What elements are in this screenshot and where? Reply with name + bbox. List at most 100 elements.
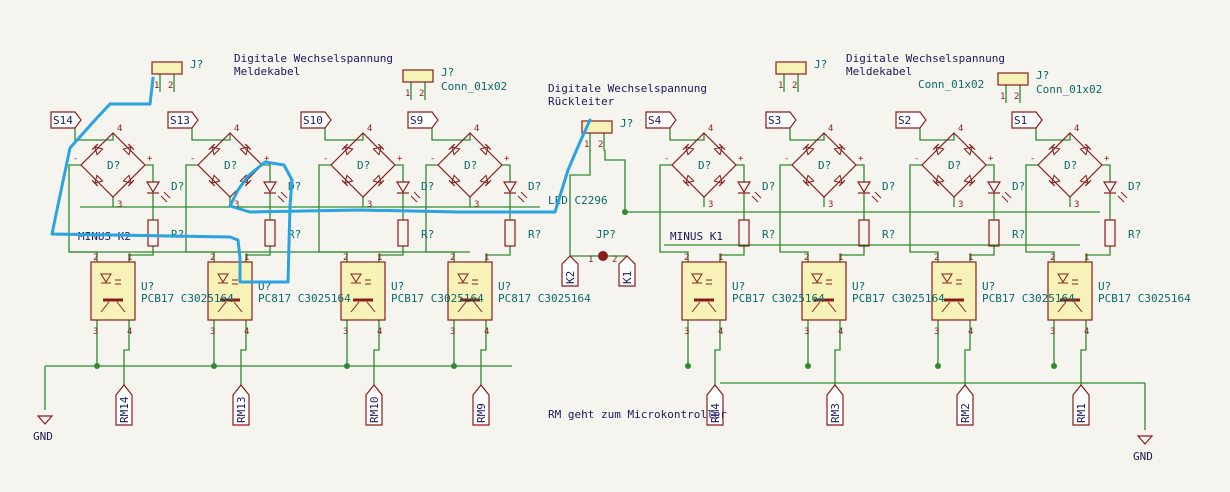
- opto-value: PCB17 C3025164: [391, 292, 484, 305]
- opto-emitter: [350, 301, 360, 313]
- bridge-diode: [479, 174, 492, 187]
- blue-annotation-stroke: [50, 76, 592, 284]
- resistor-ref: R?: [171, 228, 184, 241]
- opto-collector: [116, 301, 126, 313]
- bridge-minus-wire: [909, 164, 939, 262]
- diode-bar: [838, 143, 846, 151]
- diode-bar: [968, 143, 976, 151]
- note-left-line1: Digitale Wechselspannung: [234, 52, 393, 65]
- sensor-label-tag: [300, 111, 332, 129]
- opto-pin-1: 1: [127, 253, 132, 263]
- note-left-line2: Meldekabel: [234, 65, 300, 78]
- bridge-diode: [448, 143, 461, 156]
- symbol-layer: [36, 61, 1154, 445]
- opto-value: PCB17 C3025164: [852, 292, 945, 305]
- diode-bar: [718, 179, 726, 187]
- bridge-diode: [963, 143, 976, 156]
- led-ref: D?: [1012, 180, 1025, 193]
- bridge-diode: [1048, 143, 1061, 156]
- diode-triangle: [479, 174, 489, 184]
- bridge-diode: [122, 143, 135, 156]
- optocoupler-body: [447, 261, 493, 321]
- resistor-ref: R?: [1012, 228, 1025, 241]
- return-wire-k1: [604, 150, 626, 212]
- led-ray: [517, 195, 525, 203]
- junction-dot: [1051, 363, 1057, 369]
- opto-collector: [827, 301, 837, 313]
- diode-bar: [1084, 143, 1092, 151]
- bridge-minus-wire: [779, 164, 809, 262]
- optocoupler-body: [931, 261, 977, 321]
- ground-label: GND: [33, 430, 53, 443]
- opto-pin-2: 2: [343, 253, 348, 263]
- led-ray: [1120, 191, 1128, 199]
- sensor-label-tag: [895, 111, 927, 129]
- bridge-diode: [833, 174, 846, 187]
- opto-pin-3: 3: [934, 327, 939, 337]
- bridge-ref: D?: [948, 159, 961, 172]
- bridge-pin-plus: +: [738, 154, 744, 164]
- rm-output-tag: [706, 384, 724, 426]
- opto-value: PCB17 C3025164: [732, 292, 825, 305]
- bridge-minus-wire: [659, 164, 689, 262]
- diode-triangle: [344, 174, 354, 184]
- bridge-pin-plus: +: [858, 154, 864, 164]
- diode-bar: [718, 143, 726, 151]
- ground-symbol: [36, 415, 54, 425]
- opto-pin-4: 4: [718, 327, 723, 337]
- junction-dot: [935, 363, 941, 369]
- bridge-diode: [1048, 174, 1061, 187]
- sensor-wire: [74, 128, 114, 141]
- led-ray: [871, 195, 879, 203]
- diode-bar: [91, 179, 99, 187]
- resistor-opto-wire: [719, 246, 745, 262]
- diode-triangle: [372, 174, 382, 184]
- diode-bar: [208, 143, 216, 151]
- opto-led: [691, 273, 703, 283]
- connector-pin-2: 2: [792, 81, 797, 91]
- resistor-body: [147, 219, 159, 247]
- resistor-body: [397, 219, 409, 247]
- connector-ref: J?: [620, 117, 633, 130]
- diode-bar: [1048, 143, 1056, 151]
- bridge-diode: [448, 174, 461, 187]
- opto-collector-wire: [373, 320, 380, 385]
- channel-s13: [167, 111, 288, 426]
- led-symbol: [395, 181, 411, 194]
- opto-led: [811, 273, 823, 283]
- connector-pin-2: 2: [419, 89, 424, 99]
- jumper-label-k1-tag: [618, 255, 636, 287]
- note-right-line2: Meldekabel: [846, 65, 912, 78]
- resistor-ref: R?: [288, 228, 301, 241]
- sensor-wire: [191, 128, 231, 141]
- led-symbol: [1102, 181, 1118, 194]
- bridge-pin-minus: -: [73, 154, 78, 164]
- bridge-diode: [479, 143, 492, 156]
- opto-pin-3: 3: [1050, 327, 1055, 337]
- diode-triangle: [372, 146, 382, 156]
- diode-bar: [802, 179, 810, 187]
- bridge-minus-wire: [1025, 164, 1055, 262]
- diode-bar: [838, 179, 846, 187]
- opto-collector-wire: [714, 320, 721, 385]
- diode-bar: [341, 179, 349, 187]
- resistor-body: [264, 219, 276, 247]
- opto-emitter: [691, 301, 701, 313]
- net-minus-right: MINUS K1: [670, 230, 723, 243]
- bridge-pin-4: 4: [958, 124, 963, 134]
- led-symbol: [145, 181, 161, 194]
- opto-pin-1: 1: [968, 253, 973, 263]
- resistor-body: [988, 219, 1000, 247]
- sensor-wire: [919, 128, 955, 141]
- opto-led: [100, 273, 112, 283]
- diode-bar: [1048, 179, 1056, 187]
- sensor-label-tag: [765, 111, 797, 129]
- bridge-diode: [682, 174, 695, 187]
- bridge-diode: [932, 143, 945, 156]
- connector-pin-1: 1: [584, 140, 589, 150]
- resistor-opto-wire: [969, 246, 995, 262]
- rm-output-tag: [956, 384, 974, 426]
- opto-pin-2: 2: [210, 253, 215, 263]
- bridge-pin-3: 3: [117, 200, 122, 210]
- bridge-diode: [1079, 174, 1092, 187]
